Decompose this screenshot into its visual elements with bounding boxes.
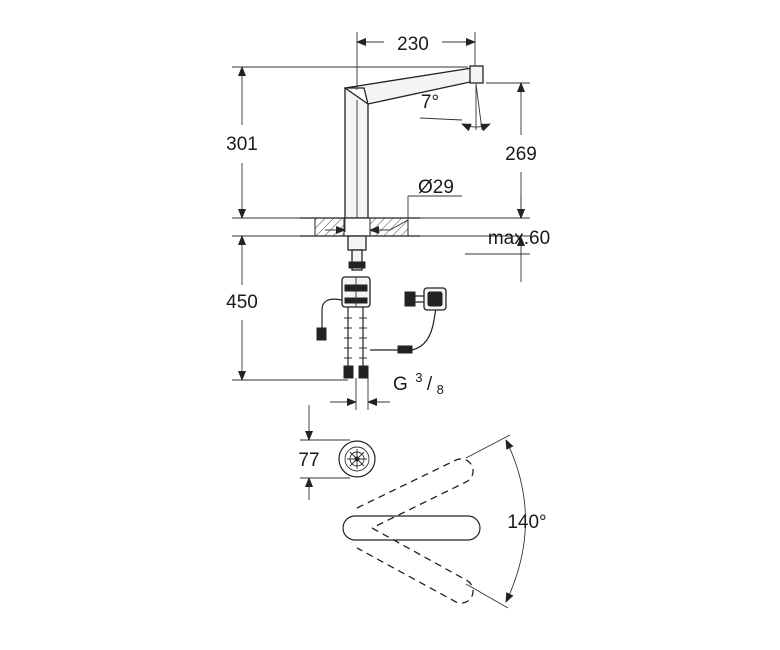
dimension-lines xyxy=(232,32,530,609)
base-width-label: 77 xyxy=(298,450,319,471)
connection-prefix: G xyxy=(393,374,408,395)
faucet-body xyxy=(344,65,484,219)
countertop-section xyxy=(300,217,420,237)
connection-denominator: 8 xyxy=(437,382,444,397)
connection-thread-label: G 3 / 8 xyxy=(393,369,444,397)
mounting-hardware xyxy=(316,235,447,379)
total-height-label: 301 xyxy=(226,134,258,155)
spout-reach-label: 230 xyxy=(397,34,429,55)
base-diameter-label: Ø29 xyxy=(418,177,454,198)
outlet-height-label: 269 xyxy=(505,144,537,165)
top-view-base xyxy=(338,440,376,478)
top-view-spout xyxy=(342,458,481,604)
spout-angle-label: 7° xyxy=(421,92,439,113)
hose-length-label: 450 xyxy=(226,292,258,313)
dimension-labels: 230 7° 301 269 Ø29 max.60 450 G 3 / 8 77… xyxy=(226,34,550,533)
connection-numerator: 3 xyxy=(415,370,422,385)
deck-thickness-label: max.60 xyxy=(488,228,550,249)
swivel-angle-label: 140° xyxy=(507,512,546,533)
